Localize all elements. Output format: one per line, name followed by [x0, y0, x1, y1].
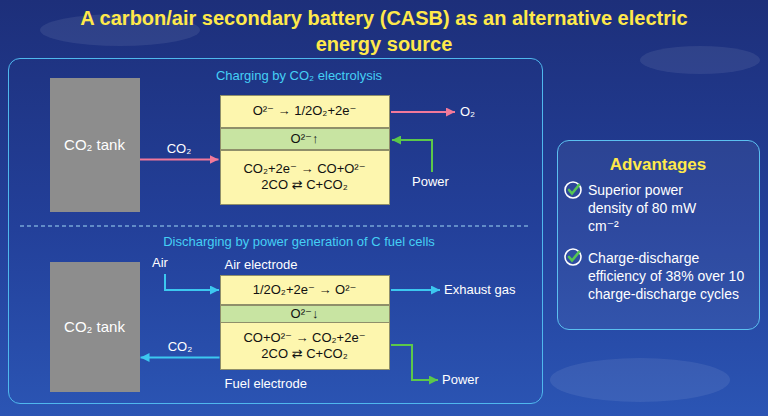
box-heading: Advantages [558, 155, 758, 175]
node-text: O²⁻ → 1/2O₂+2e⁻ [253, 103, 357, 119]
diagram-title: A carbon/air secondary battery (CASB) as… [54, 5, 714, 57]
node-text: 2CO ⇄ C+CO₂ [261, 177, 347, 193]
edge-label: CO₂ [167, 141, 192, 157]
electrode-name: Fuel electrode [225, 376, 385, 392]
flow-arrow [141, 357, 220, 359]
advantages-box: AdvantagesSuperior power density of 80 m… [557, 140, 760, 330]
node-text: 1/2O₂+2e⁻ → O²⁻ [253, 282, 357, 298]
flow-arrow [140, 159, 219, 161]
power-label: Power [442, 372, 479, 388]
air-arrow [165, 274, 219, 290]
electrode-layer: CO+O²⁻ → CO₂+2e⁻2CO ⇄ C+CO₂Fuel electrod… [220, 322, 390, 370]
tank-box: CO₂ tank [50, 262, 140, 392]
electrode-name: Air electrode [225, 257, 385, 273]
power-out-arrow [391, 345, 438, 380]
power-label: Power [412, 174, 449, 190]
power-in-arrow [392, 140, 432, 172]
node-text: 2CO ⇄ C+CO₂ [261, 346, 347, 362]
gas-label: Air [152, 255, 168, 271]
node-text: O²⁻↑ [291, 131, 319, 147]
advantage-item: Charge-discharge efficiency of 38% over … [588, 249, 754, 303]
section-heading: Discharging by power generation of C fue… [79, 234, 519, 250]
node-text: CO₂ tank [64, 136, 125, 153]
node-text: CO₂+2e⁻ → CO+O²⁻ [243, 161, 365, 177]
node-text: O²⁻↓ [291, 306, 319, 322]
advantage-item: Superior power density of 80 mW cm⁻² [588, 181, 708, 235]
electrode-layer: O²⁻ → 1/2O₂+2e⁻ [220, 95, 390, 128]
o2-arrow [391, 111, 455, 113]
background-decor [40, 14, 760, 402]
divider-line [20, 225, 531, 226]
electrode-layer: Air electrode1/2O₂+2e⁻ → O²⁻ [220, 275, 390, 305]
node-text: CO+O²⁻ → CO₂+2e⁻ [243, 330, 365, 346]
electrolyte-layer: O²⁻↓ [220, 305, 390, 323]
node-text: CO₂ tank [64, 318, 125, 335]
electrolyte-layer: O²⁻↑ [220, 128, 390, 150]
electrode-layer: CO₂+2e⁻ → CO+O²⁻2CO ⇄ C+CO₂ [220, 150, 390, 205]
exhaust-arrow [391, 289, 440, 291]
section-heading: Charging by CO₂ electrolysis [129, 68, 469, 84]
gas-label: Exhaust gas [444, 282, 516, 298]
tank-box: CO₂ tank [50, 78, 140, 212]
edge-label: CO₂ [168, 339, 193, 355]
gas-label: O₂ [460, 104, 475, 120]
